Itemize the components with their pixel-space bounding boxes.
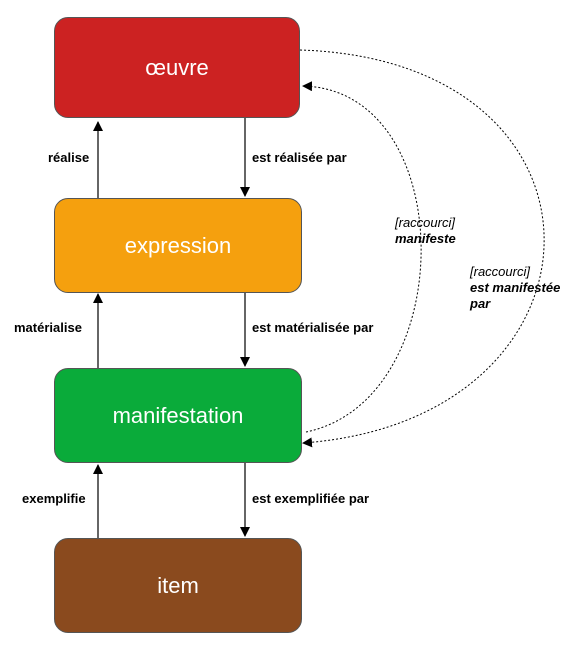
label-shortcut-est-manifestee-par-line1: est manifestée (470, 280, 561, 295)
node-item-label: item (157, 572, 199, 598)
node-manifestation: manifestation (54, 368, 302, 463)
node-expression-label: expression (124, 232, 232, 258)
node-oeuvre: œuvre (54, 17, 300, 118)
label-shortcut-est-manifestee-par-line2: par (470, 296, 491, 311)
edge-shortcut-manifeste (302, 81, 422, 433)
node-manifestation-label: manifestation (112, 402, 244, 428)
label-exemplifie: exemplifie (22, 491, 86, 506)
label-est-exemplifiee-par: est exemplifiée par (252, 491, 370, 506)
edge-shortcut-est-manifestee-par (299, 49, 545, 448)
label-shortcut-est-manifestee-par: [raccourci] est manifestée par (470, 264, 560, 312)
label-shortcut-manifeste-text: manifeste (395, 231, 456, 246)
label-shortcut-manifeste: [raccourci] manifeste (395, 215, 456, 247)
label-est-materialisee-par: est matérialisée par (252, 320, 374, 335)
label-realise: réalise (48, 150, 90, 165)
label-materialise: matérialise (14, 320, 82, 335)
label-est-realisee-par: est réalisée par (252, 150, 347, 165)
node-item: item (54, 538, 302, 633)
node-oeuvre-label: œuvre (145, 54, 209, 80)
label-shortcut-est-manifestee-par-bracket: [raccourci] (470, 264, 530, 279)
node-expression: expression (54, 198, 302, 293)
label-shortcut-manifeste-bracket: [raccourci] (395, 215, 455, 230)
